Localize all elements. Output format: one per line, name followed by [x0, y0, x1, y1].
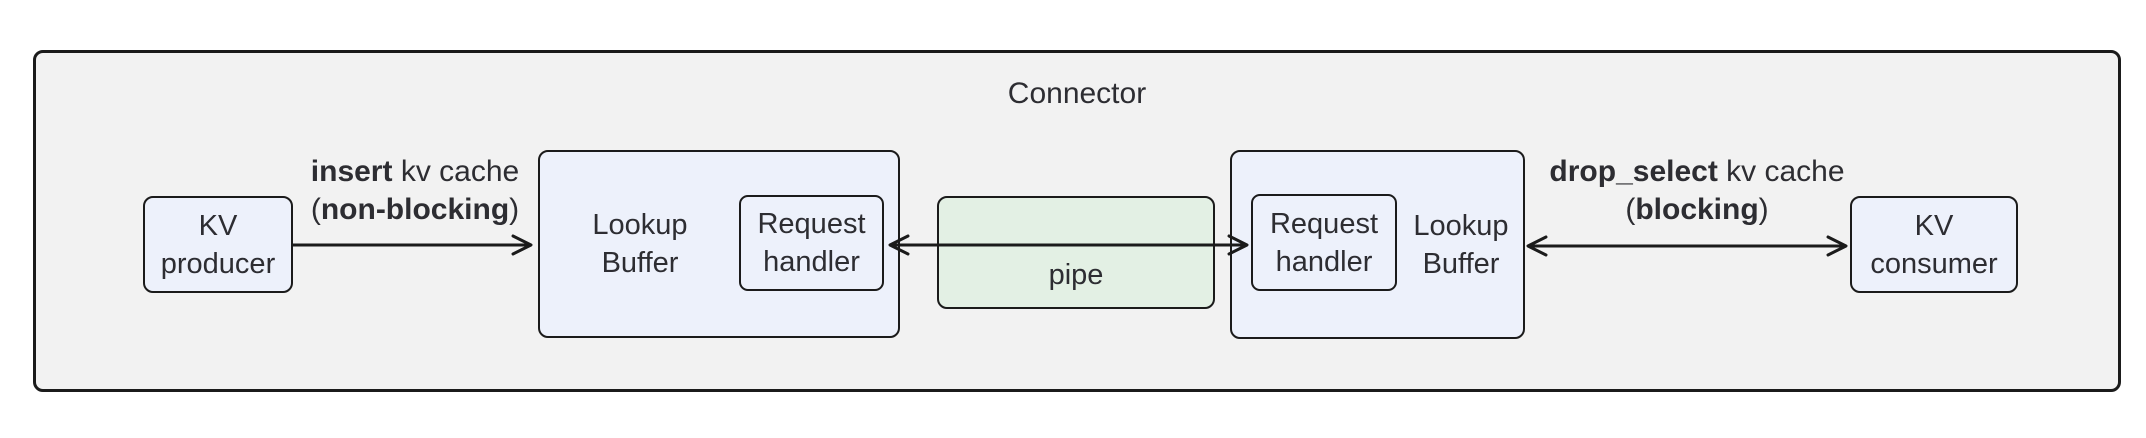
insert-edge-label-line1: insert kv cache [310, 155, 520, 188]
lookup-buffer-right-label-line2: Buffer [1422, 247, 1500, 280]
lookup-buffer-left-node: Lookup Buffer Request handler [538, 150, 900, 338]
connector-title: Connector [1007, 77, 1147, 110]
request-handler-right-node: Request handler [1251, 194, 1397, 291]
kv-producer-label-line1: KV [198, 209, 238, 242]
drop-select-edge-label-line2: (blocking) [1625, 193, 1769, 226]
insert-edge-label: insert kv cache (non-blocking) [270, 153, 560, 229]
kv-consumer-label-line2: consumer [1870, 247, 1998, 280]
drop-select-edge-label-line1: drop_select kv cache [1549, 155, 1845, 188]
lookup-buffer-left-label-line1: Lookup [592, 209, 688, 241]
insert-edge-label-line2: (non-blocking) [310, 193, 520, 226]
drop-select-edge-label: drop_select kv cache (blocking) [1535, 153, 1859, 229]
kv-consumer-label-line1: KV [1914, 209, 1954, 242]
pipe-node: pipe [937, 196, 1215, 309]
lookup-buffer-right-label-line1: Lookup [1413, 209, 1509, 242]
kv-consumer-node: KV consumer [1850, 196, 2018, 293]
request-handler-right-label-line2: handler [1275, 245, 1373, 278]
kv-producer-label-line2: producer [160, 247, 276, 280]
pipe-label: pipe [1048, 259, 1104, 291]
lookup-buffer-right-node: Request handler Lookup Buffer [1230, 150, 1525, 339]
request-handler-right-label-line1: Request [1269, 207, 1378, 240]
lookup-buffer-left-label: Lookup Buffer [540, 152, 740, 336]
kv-producer-node: KV producer [143, 196, 293, 293]
request-handler-left-label-line2: handler [763, 246, 860, 278]
request-handler-left-label-line1: Request [757, 208, 866, 240]
request-handler-left-node: Request handler [739, 195, 884, 291]
lookup-buffer-left-label-line2: Buffer [601, 247, 679, 279]
lookup-buffer-right-label: Lookup Buffer [1399, 152, 1523, 337]
